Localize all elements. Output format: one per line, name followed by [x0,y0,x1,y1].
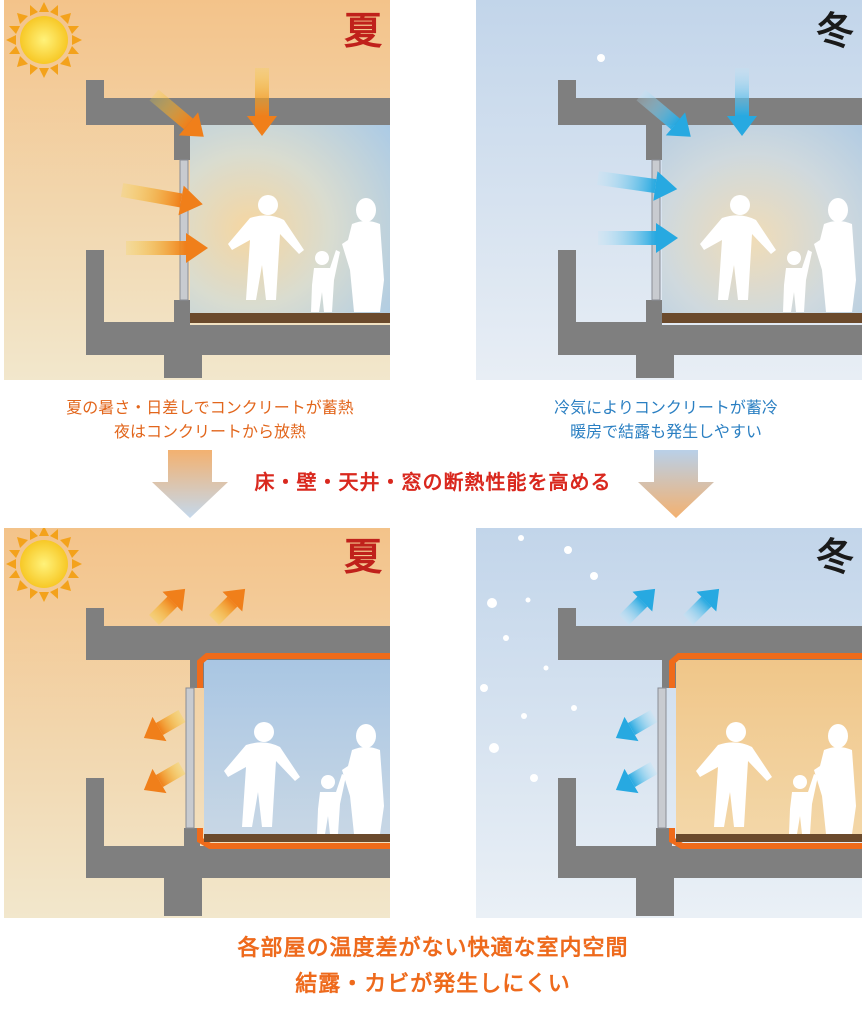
sun-icon [6,528,82,602]
cold-arrows-reflected [615,588,720,794]
family-silhouette [700,195,856,312]
caption-summer: 夏の暑さ・日差しでコンクリートが蓄熱 夜はコンクリートから放熱 [0,396,420,444]
season-label-winter: 冬 [815,8,854,53]
cold-arrows-in [597,68,757,253]
caption-summer-line-1: 夏の暑さ・日差しでコンクリートが蓄熱 [66,398,354,417]
window-frame [657,687,667,829]
family-silhouette [696,722,856,834]
insulation-layer [197,653,390,849]
caption-winter-line-2: 暖房で結露も発生しやすい [570,422,762,441]
bottom-message-line-1: 各部屋の温度差がない快適な室内空間 [237,936,629,961]
season-label-summer: 夏 [343,534,382,579]
caption-summer-line-2: 夜はコンクリートから放熱 [113,422,306,441]
family-silhouette [224,722,384,834]
panel-top-winter: 冬 [476,0,862,380]
panel-bottom-winter: 冬 [476,528,862,918]
insulation-floor [676,834,862,842]
sun-icon [6,2,82,78]
window-frame [179,159,189,301]
floor [190,313,390,323]
panel-top-summer: 夏 [4,0,390,380]
center-message: 床・壁・天井・窓の断熱性能を高める [254,470,612,494]
family-silhouette [228,195,384,312]
caption-winter: 冷気によりコンクリートが蓄冷 暖房で結露も発生しやすい [456,396,866,444]
season-label-summer: 夏 [343,8,382,53]
snowflake [597,54,605,62]
down-arrow-winter [638,450,714,518]
caption-winter-line-1: 冷気によりコンクリートが蓄冷 [554,398,778,417]
window-frame [185,687,195,829]
snowflakes [480,535,598,782]
season-label-winter: 冬 [815,534,854,579]
insulation-floor [204,834,390,842]
panel-bottom-summer: 夏 [4,528,390,918]
down-arrow-summer [152,450,228,518]
floor [662,313,862,323]
heat-arrows-in [120,68,277,263]
heat-arrows-reflected [143,588,246,794]
concrete-structure [558,80,862,378]
insulation-layer [669,653,862,849]
bottom-message-line-2: 結露・カビが発生しにくい [295,972,571,997]
